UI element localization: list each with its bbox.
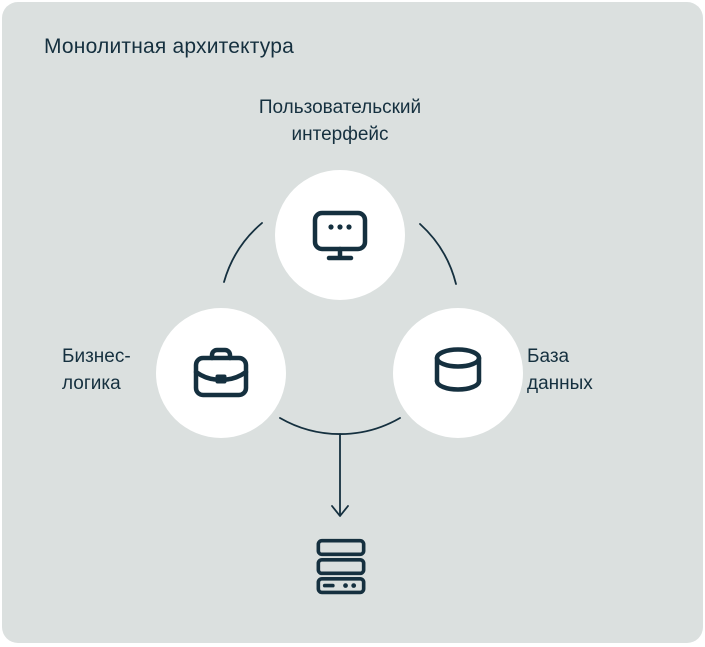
ui-node [275,170,405,300]
business-label-line2: логика [62,373,121,394]
diagram-title: Монолитная архитектура [44,35,295,58]
arc-top-right [419,223,457,285]
server-block [312,534,370,600]
database-icon [434,347,482,392]
database-node-label: База данных [527,343,593,397]
business-logic-node-label: Бизнес- логика [62,343,131,397]
business-label-line1: Бизнес- [62,346,131,367]
business-logic-node [156,308,286,438]
ui-node-label: Пользовательский интерфейс [180,94,500,148]
monitor-icon [312,210,368,261]
database-label-line1: База [527,346,570,367]
arc-top-left [223,222,263,283]
arc-bottom [279,417,401,435]
briefcase-icon [193,347,249,398]
arrow-head [331,505,349,517]
database-label-line2: данных [527,373,593,394]
server-icon [316,538,366,595]
ui-label-line2: интерфейс [291,124,389,145]
database-node [393,308,523,438]
ui-label-line1: Пользовательский [258,97,422,118]
